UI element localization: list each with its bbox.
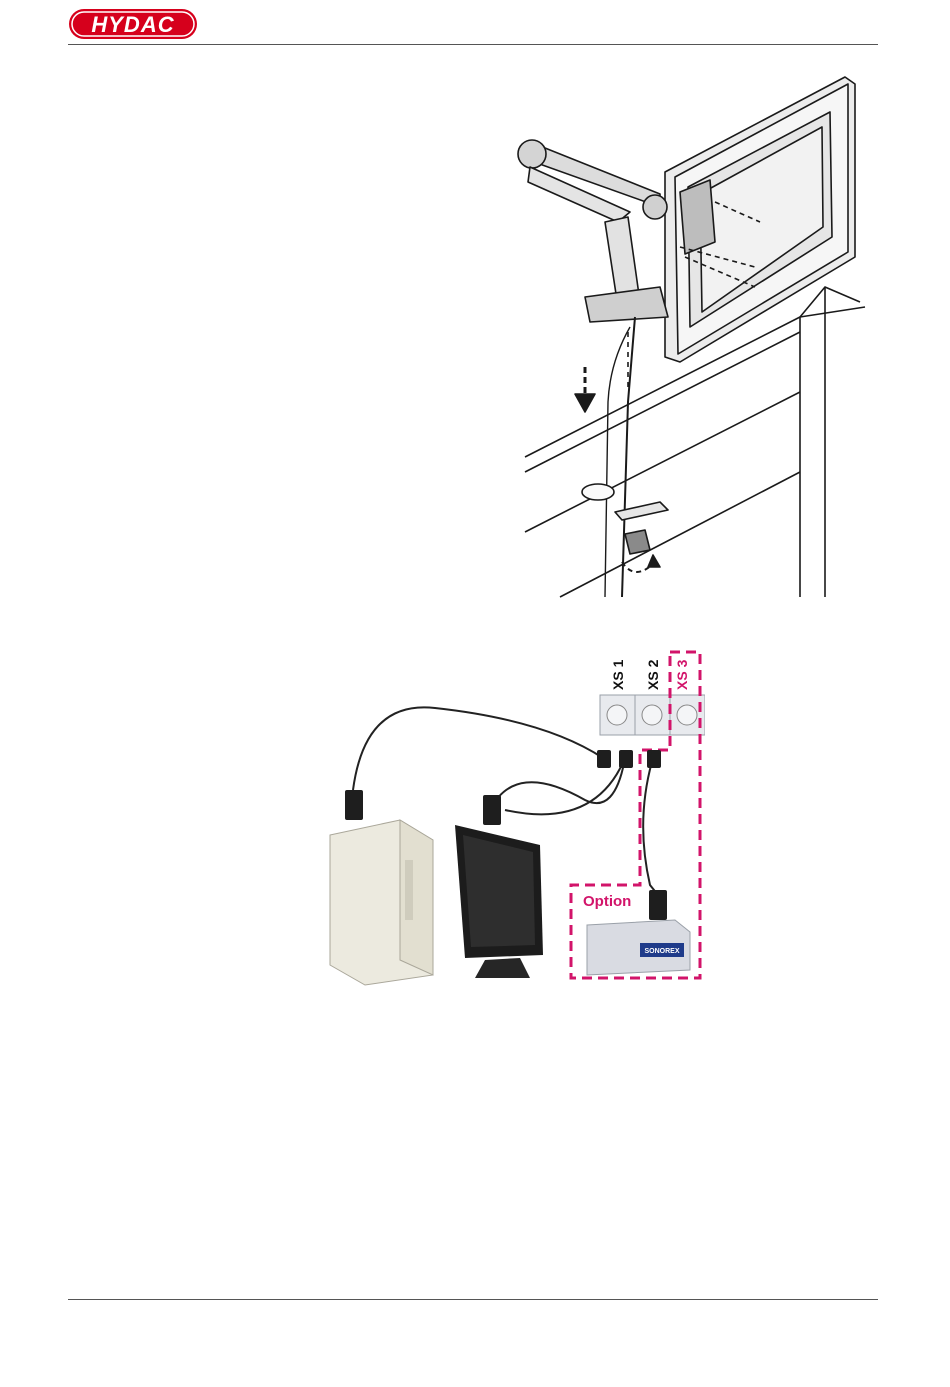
computer-tower — [330, 820, 433, 985]
option-device: SONOREX — [587, 920, 690, 975]
socket-label-xs1: XS 1 — [610, 659, 626, 690]
logo-text: HYDAC — [91, 12, 174, 37]
power-wiring-diagram: XS 1 XS 2 XS 3 Option SONOREX — [325, 640, 705, 995]
footer-rule — [68, 1299, 878, 1300]
device-badge: SONOREX — [644, 948, 679, 955]
hydac-logo: HYDAC — [68, 8, 198, 40]
monitor — [455, 825, 543, 978]
socket-label-xs2: XS 2 — [645, 659, 661, 690]
socket-strip — [600, 695, 705, 735]
header-rule — [68, 44, 878, 45]
monitor-arm-mounting-illustration — [510, 72, 870, 602]
socket-label-xs3: XS 3 — [674, 659, 690, 690]
option-label: Option — [583, 893, 631, 910]
